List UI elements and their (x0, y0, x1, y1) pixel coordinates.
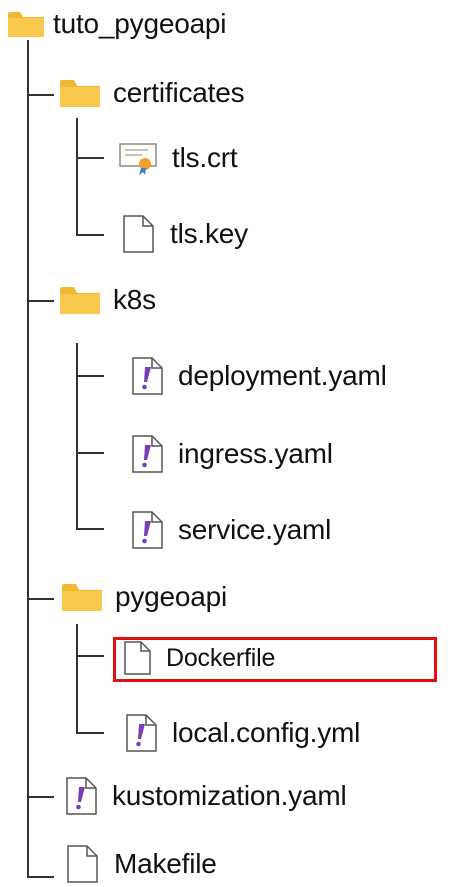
tree-item-certificates[interactable]: certificates (59, 76, 245, 110)
tree-connector (27, 796, 54, 798)
tree-item-root[interactable]: tuto_pygeoapi (7, 7, 227, 41)
blank-file-icon (64, 845, 100, 883)
tree-connector (76, 157, 104, 159)
tree-item-k8s[interactable]: k8s (59, 283, 156, 317)
tree-item-tls-key[interactable]: tls.key (120, 215, 248, 253)
tree-item-ingress-yaml[interactable]: ingress.yaml (130, 435, 333, 473)
yaml-file-icon (130, 511, 164, 549)
folder-icon (59, 77, 101, 109)
file-label: Dockerfile (166, 644, 276, 672)
yaml-file-icon (64, 777, 98, 815)
file-label: ingress.yaml (178, 438, 333, 469)
tree-connector (27, 300, 54, 302)
tree-connector (76, 375, 104, 377)
tree-connector (76, 624, 78, 732)
folder-icon (7, 9, 45, 39)
tree-item-kustomization-yaml[interactable]: kustomization.yaml (64, 777, 347, 815)
yaml-file-icon (124, 714, 158, 752)
tree-connector (76, 452, 104, 454)
tree-item-pygeoapi[interactable]: pygeoapi (61, 580, 227, 614)
file-label: Makefile (114, 848, 217, 879)
folder-label: k8s (113, 284, 156, 315)
tree-connector (76, 732, 104, 734)
tree-item-service-yaml[interactable]: service.yaml (130, 511, 331, 549)
file-label: local.config.yml (172, 717, 361, 748)
dockerfile-highlight-box (113, 637, 437, 682)
tree-connector (27, 40, 29, 876)
tree-connector (76, 234, 104, 236)
blank-file-icon (120, 215, 156, 253)
file-label: tls.crt (172, 142, 238, 173)
yaml-file-icon (130, 435, 164, 473)
tree-connector (27, 598, 54, 600)
file-label: deployment.yaml (178, 360, 387, 391)
tree-item-deployment-yaml[interactable]: deployment.yaml (130, 357, 387, 395)
folder-icon (59, 284, 101, 316)
folder-label: certificates (113, 77, 245, 108)
blank-file-icon (122, 641, 152, 675)
file-label: tls.key (170, 218, 248, 249)
tree-item-local-config-yml[interactable]: local.config.yml (124, 714, 360, 752)
folder-label: tuto_pygeoapi (53, 8, 227, 39)
tree-connector (27, 876, 54, 878)
yaml-file-icon (130, 357, 164, 395)
tree-connector (76, 118, 78, 234)
folder-label: pygeoapi (115, 581, 228, 612)
file-label: service.yaml (178, 514, 332, 545)
tree-item-dockerfile[interactable]: Dockerfile (122, 641, 275, 675)
file-label: kustomization.yaml (112, 780, 347, 811)
folder-icon (61, 581, 103, 613)
tree-item-tls-crt[interactable]: tls.crt (118, 140, 238, 176)
tree-item-makefile[interactable]: Makefile (64, 845, 217, 883)
tree-connector (27, 94, 54, 96)
tree-connector (76, 655, 104, 657)
tree-connector (76, 343, 78, 528)
certificate-file-icon (118, 140, 160, 176)
tree-connector (76, 528, 104, 530)
